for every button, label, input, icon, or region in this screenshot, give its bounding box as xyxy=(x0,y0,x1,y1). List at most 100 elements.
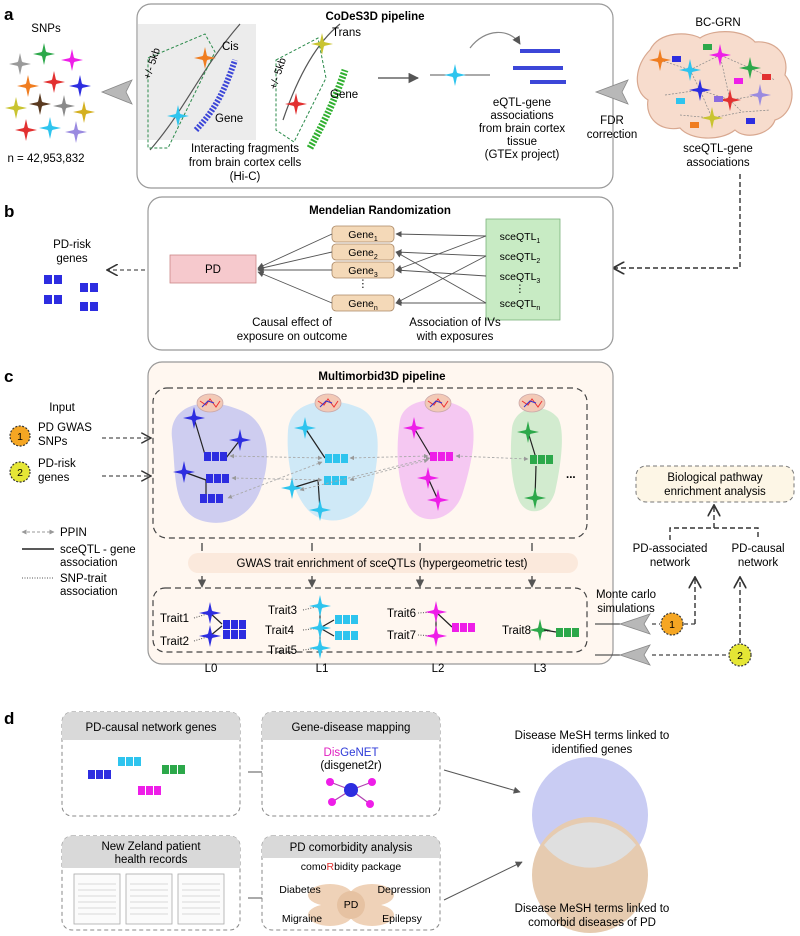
risk-genes-label-2: genes xyxy=(56,253,88,265)
snp-stars xyxy=(5,43,95,143)
input-1-circle xyxy=(9,425,31,447)
gene-disease-title: Gene-disease mapping xyxy=(292,722,411,734)
fdr-label-1: FDR xyxy=(600,115,624,127)
disease-depression: Depression xyxy=(377,884,430,896)
comorbidity-title: PD comorbidity analysis xyxy=(290,842,413,854)
network-merge-line xyxy=(669,527,759,540)
eqtl-caption-4: tissue xyxy=(507,136,537,148)
trait-level-2 xyxy=(417,601,475,647)
pathway-label-1: Biological pathway xyxy=(667,472,763,484)
input-1-num: 1 xyxy=(17,431,23,443)
input-2-num: 2 xyxy=(17,467,23,479)
disease-diabetes: Diabetes xyxy=(279,884,320,896)
hic-caption-1: Interacting fragments xyxy=(191,143,299,155)
venn-overlap xyxy=(544,822,636,868)
patient-records-title-2: health records xyxy=(115,854,188,866)
trait-levels-container xyxy=(152,587,588,653)
hic-caption-2: from brain cortex cells xyxy=(189,157,302,169)
eqtl-caption-3: from brain cortex xyxy=(479,123,566,135)
grn-caption-2: associations xyxy=(686,157,750,169)
level-l1-label: L1 xyxy=(316,663,329,675)
record-sheets xyxy=(73,873,225,925)
pd-causal-label-2: network xyxy=(738,557,779,569)
svg-text:⋮: ⋮ xyxy=(358,278,369,290)
snps-to-pipeline-arrow xyxy=(100,79,133,105)
venn-bottom-caption-1: Disease MeSH terms linked to xyxy=(515,903,670,915)
network-levels-container xyxy=(152,387,588,539)
input-1-line-1: PD GWAS xyxy=(38,422,92,434)
codes3d-title: CoDeS3D pipeline xyxy=(325,11,424,23)
comorbidity-diagram xyxy=(308,884,394,926)
pathway-label-2: enrichment analysis xyxy=(664,486,766,498)
ppin-legend-label: PPIN xyxy=(60,527,87,539)
comorbidity-package: comoRbidity package xyxy=(301,861,402,873)
trait-3-label: Trait3 xyxy=(268,605,297,617)
panel-d-letter: d xyxy=(4,709,14,728)
enrichment-band xyxy=(188,553,578,573)
mapping-to-venn-arrow xyxy=(443,769,521,794)
enrichment-label: GWAS trait enrichment of sceQTLs (hyperg… xyxy=(237,558,528,570)
grn-title: BC-GRN xyxy=(695,17,740,29)
grn-caption-1: sceQTL-gene xyxy=(683,143,753,155)
risk-genes-label-1: PD-risk xyxy=(53,239,91,251)
gene-2-label: Gene2 xyxy=(348,247,378,261)
causal-genes-title: PD-causal network genes xyxy=(85,722,216,734)
patient-records-header xyxy=(62,836,240,868)
trait-level-1 xyxy=(302,595,358,659)
output-circle-1 xyxy=(660,612,684,636)
eqtl-caption-2: associations xyxy=(490,110,554,122)
trait-level-3 xyxy=(529,619,579,641)
trans-gene-label: Gene xyxy=(330,89,358,101)
more-levels-ellipsis: ... xyxy=(566,469,576,481)
mr-title: Mendelian Randomization xyxy=(309,205,451,217)
hic-caption-3: (Hi-C) xyxy=(230,171,261,183)
fdr-label-2: correction xyxy=(587,129,638,141)
gene-to-pd-arrows xyxy=(257,233,333,304)
eqtl-caption-1: eQTL-gene xyxy=(493,97,551,109)
brain-network xyxy=(636,31,793,139)
output-circle-2 xyxy=(728,643,752,667)
disease-pd: PD xyxy=(344,899,359,911)
causal-genes-header xyxy=(62,712,240,740)
pd-causal-label-1: PD-causal xyxy=(731,543,784,555)
trait-1-label: Trait1 xyxy=(160,613,189,625)
venn-top-caption-2: identified genes xyxy=(552,744,633,756)
pathway-box xyxy=(635,465,795,503)
disease-migraine: Migraine xyxy=(282,913,322,925)
gene-3-label: Gene3 xyxy=(348,265,378,279)
trait-4-label: Trait4 xyxy=(265,625,295,637)
sceqtl-box xyxy=(485,218,561,321)
monte-carlo-label-1: Monte carlo xyxy=(596,589,656,601)
level-3-network xyxy=(510,393,562,512)
eqtl-caption-5: (GTEx project) xyxy=(485,149,560,161)
hic-background xyxy=(138,24,256,140)
pd-associated-label-1: PD-associated xyxy=(633,543,708,555)
patient-records-title-1: New Zeland patient xyxy=(101,841,201,853)
level-l0-label: L0 xyxy=(205,663,218,675)
causal-gene-blocks xyxy=(88,757,185,795)
multimorbid3d-title: Multimorbid3D pipeline xyxy=(318,371,445,383)
sceqtl-1-label: sceQTL1 xyxy=(500,231,541,245)
disgenet-package: (disgenet2r) xyxy=(320,760,382,772)
input-label: Input xyxy=(49,402,75,414)
risk-gene-blocks xyxy=(44,275,98,311)
cis-diagram xyxy=(147,23,241,151)
level-l2-label: L2 xyxy=(432,663,445,675)
snp-trait-legend-2: association xyxy=(60,586,118,598)
cis-label: Cis xyxy=(222,41,239,53)
snps-label: SNPs xyxy=(31,23,61,35)
assoc-caption-2: with exposures xyxy=(416,331,494,343)
eqtl-diagram xyxy=(430,31,566,86)
panel-c-letter: c xyxy=(4,367,13,386)
sceqtl-2-label: sceQTL2 xyxy=(500,251,541,265)
sceqtl-gene-legend-2: association xyxy=(60,557,118,569)
sceqtl-n-label: sceQTLn xyxy=(500,298,541,312)
causal-caption-1: Causal effect of xyxy=(252,317,333,329)
monte-carlo-funnel-1 xyxy=(618,613,651,635)
trait-2-label: Trait2 xyxy=(160,636,189,648)
fdr-arrow xyxy=(594,79,629,105)
trait-6-label: Trait6 xyxy=(387,608,416,620)
assoc-caption-1: Association of IVs xyxy=(409,317,501,329)
venn-top-caption-1: Disease MeSH terms linked to xyxy=(515,730,670,742)
level-l3-label: L3 xyxy=(534,663,547,675)
